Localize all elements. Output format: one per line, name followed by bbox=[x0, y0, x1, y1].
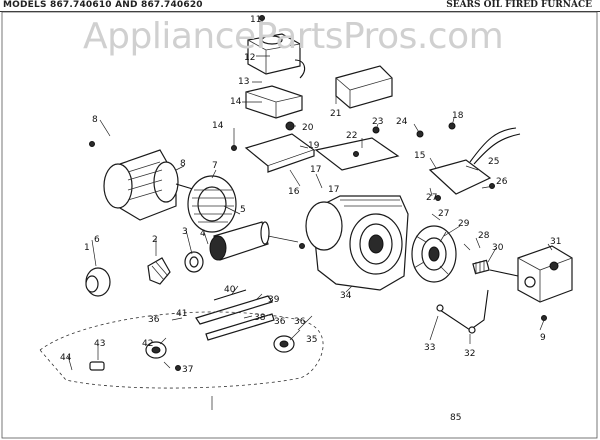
callout-label: 3 bbox=[182, 227, 188, 237]
page-number: 85 bbox=[450, 413, 461, 423]
callout-label: 14 bbox=[212, 121, 224, 131]
part-2-coupling bbox=[147, 257, 171, 285]
callout-label: 12 bbox=[244, 53, 255, 63]
callout-label: 22 bbox=[346, 131, 357, 141]
callout-label: 5 bbox=[240, 205, 246, 215]
callout-label: 11 bbox=[250, 15, 261, 25]
callout-label: 26 bbox=[496, 177, 508, 187]
callout-label: 39 bbox=[268, 295, 280, 305]
part-20-cover bbox=[335, 65, 393, 109]
callout-label: 42 bbox=[142, 339, 153, 349]
watermark: AppliancePartsPros.com bbox=[83, 16, 504, 57]
callout-label: 2 bbox=[152, 235, 158, 245]
part-42-nozzle bbox=[89, 361, 105, 371]
part-11-transformer bbox=[247, 33, 306, 79]
callout-label: 33 bbox=[424, 343, 435, 353]
assembly-44-outline bbox=[39, 311, 324, 389]
part-17-plate bbox=[314, 137, 400, 171]
callout-label: 30 bbox=[492, 243, 504, 253]
drawing-border bbox=[1, 11, 598, 439]
callout-label: 14 bbox=[230, 97, 242, 107]
callout-label: 13 bbox=[238, 77, 249, 87]
part-38-electrodes bbox=[195, 289, 275, 341]
callout-label: 16 bbox=[288, 187, 300, 197]
callout-label: 19 bbox=[308, 141, 320, 151]
callout-label: 41 bbox=[176, 309, 187, 319]
callout-label: 4 bbox=[200, 229, 206, 239]
callout-label: 34 bbox=[340, 291, 352, 301]
part-7-motor bbox=[103, 149, 197, 221]
callout-label: 7 bbox=[212, 161, 218, 171]
callout-label: 36 bbox=[294, 317, 306, 327]
part-31-nozzle-line bbox=[436, 289, 489, 334]
callout-label: 15 bbox=[414, 151, 425, 161]
part-6-blower-wheel bbox=[187, 175, 237, 233]
callout-label: 17 bbox=[328, 185, 339, 195]
callout-label: 32 bbox=[464, 349, 475, 359]
part-13-bracket bbox=[245, 85, 303, 119]
part-33-burner-housing bbox=[305, 195, 409, 291]
callout-label: 36 bbox=[274, 317, 286, 327]
part-29-fitting bbox=[472, 259, 490, 275]
callout-label: 20 bbox=[302, 123, 314, 133]
callout-label: 37 bbox=[182, 365, 193, 375]
part-1-cap bbox=[85, 267, 111, 297]
part-24-igniter-cover bbox=[428, 127, 521, 195]
part-28-flange bbox=[411, 225, 457, 283]
diagram-title: SEARS OIL FIRED FURNACE bbox=[446, 0, 592, 10]
callout-label: 44 bbox=[60, 353, 72, 363]
callout-label: 40 bbox=[224, 285, 236, 295]
part-3-ring bbox=[184, 251, 204, 273]
callout-label: 25 bbox=[488, 157, 499, 167]
part-41-electrode-holder bbox=[145, 341, 167, 359]
part-18-plate bbox=[244, 133, 316, 173]
callout-label: 23 bbox=[372, 117, 383, 127]
callout-label: 35 bbox=[306, 335, 317, 345]
callout-label: 6 bbox=[94, 235, 100, 245]
callout-label: 29 bbox=[458, 219, 470, 229]
callout-label: 17 bbox=[310, 165, 321, 175]
callout-labels: 6 2 3 4 5 1 7 8 8 9 11 12 13 14 14 15 16… bbox=[60, 15, 561, 375]
callout-label: 43 bbox=[94, 339, 105, 349]
part-35-adapter bbox=[273, 335, 295, 353]
part-30-oil-pump bbox=[489, 245, 573, 303]
leader-lines bbox=[67, 18, 553, 410]
callout-label: 8 bbox=[180, 159, 186, 169]
models-header: MODELS 867.740610 AND 867.740620 bbox=[3, 0, 203, 10]
callout-label: 31 bbox=[550, 237, 561, 247]
callout-label: 8 bbox=[92, 115, 98, 125]
callout-label: 38 bbox=[254, 313, 266, 323]
header-rule bbox=[0, 11, 600, 12]
callout-label: 1 bbox=[84, 243, 90, 253]
callout-label: 28 bbox=[478, 231, 490, 241]
callout-label: 9 bbox=[540, 333, 546, 343]
callout-label: 36 bbox=[148, 315, 160, 325]
callout-label: 27 bbox=[438, 209, 449, 219]
callout-label: 18 bbox=[452, 111, 464, 121]
callout-label: 24 bbox=[396, 117, 408, 127]
part-5-air-tube bbox=[209, 221, 299, 261]
callout-label: 27 bbox=[426, 193, 437, 203]
callout-label: 21 bbox=[330, 109, 341, 119]
